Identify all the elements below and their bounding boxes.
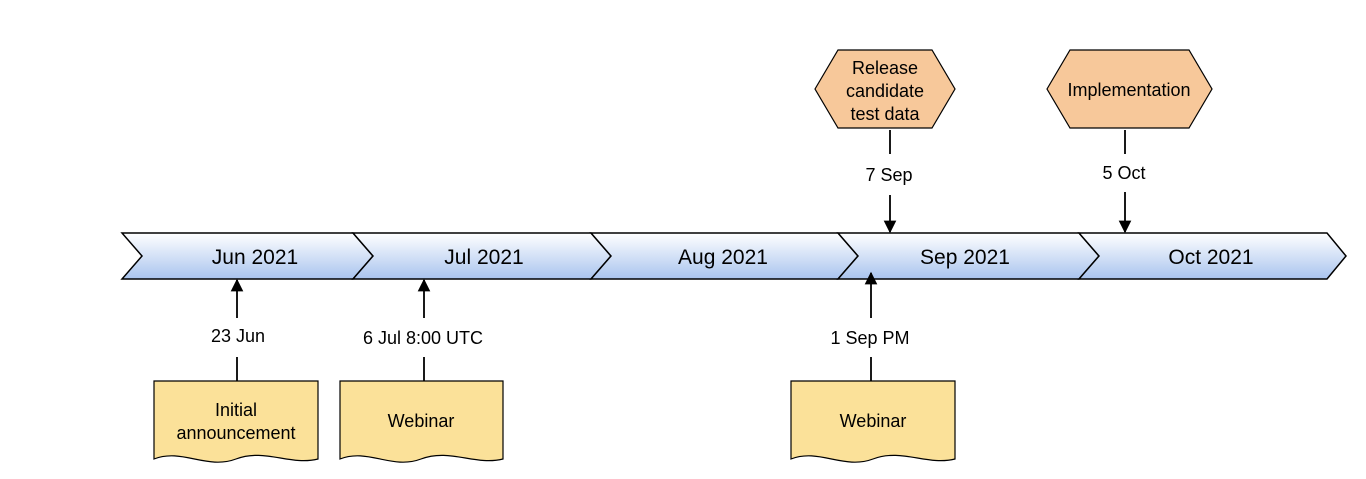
- milestone-hexagon: [1046, 49, 1213, 129]
- event-text-line: Initial: [215, 400, 257, 420]
- event-text-line: announcement: [176, 423, 295, 443]
- month-label: Oct 2021: [1168, 246, 1253, 269]
- document-shape: [153, 380, 319, 463]
- month-band: Jun 2021 Jul 2021 Aug 2021 Sep 2021 Oct …: [120, 232, 1347, 280]
- event-text-line: Webinar: [388, 411, 455, 431]
- month-label: Jul 2021: [444, 246, 523, 269]
- document-shape: [339, 380, 504, 463]
- month-chevron-sep: Sep 2021: [836, 232, 1100, 280]
- month-label: Aug 2021: [678, 246, 768, 269]
- milestone-release-candidate: Release candidate test data 7 Sep: [814, 49, 956, 234]
- event-initial-announcement: 23 Jun Initial announcement: [153, 278, 319, 463]
- event-text-line: Webinar: [840, 411, 907, 431]
- milestone-text-line: candidate: [846, 81, 924, 101]
- month-chevron-jun: Jun 2021: [120, 232, 374, 280]
- milestone-text-line: Implementation: [1067, 80, 1190, 100]
- month-label: Jun 2021: [212, 246, 298, 269]
- event-date: 6 Jul 8:00 UTC: [363, 328, 483, 348]
- milestone-hexagon: [814, 49, 956, 129]
- milestone-text-line: test data: [850, 104, 920, 124]
- month-label: Sep 2021: [920, 246, 1010, 269]
- month-chevron-aug: Aug 2021: [589, 232, 859, 280]
- milestone-text-line: Release: [852, 58, 918, 78]
- event-date: 1 Sep PM: [830, 328, 909, 348]
- month-chevron-oct: Oct 2021: [1077, 232, 1347, 280]
- milestone-date: 5 Oct: [1102, 163, 1145, 183]
- event-webinar-jul: 6 Jul 8:00 UTC Webinar: [339, 278, 504, 463]
- event-date: 23 Jun: [211, 326, 265, 346]
- month-chevron-jul: Jul 2021: [351, 232, 612, 280]
- event-webinar-sep: 1 Sep PM Webinar: [790, 271, 956, 463]
- document-shape: [790, 380, 956, 463]
- milestone-implementation: Implementation 5 Oct: [1046, 49, 1213, 234]
- milestone-date: 7 Sep: [865, 165, 912, 185]
